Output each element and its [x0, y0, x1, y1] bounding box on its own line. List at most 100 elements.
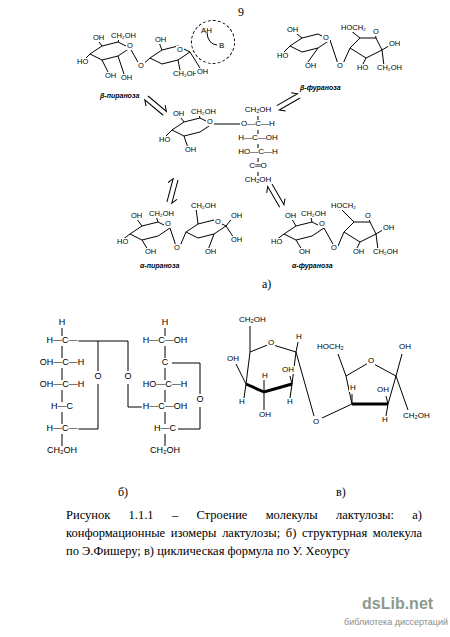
atom-label: OH [120, 74, 133, 82]
fischer-row: HO—C—H [142, 380, 189, 389]
chair-ring [290, 34, 330, 52]
atom-label: HOCH₂ [340, 24, 367, 32]
atom-label: O [318, 220, 326, 228]
form-name: α-фураноза [292, 262, 333, 269]
atom-label: HO [356, 64, 369, 72]
atom-label: CH₂OH [110, 32, 137, 40]
atom-label: CH₂OH [300, 210, 327, 218]
chain-atom-row: CH₂OH [244, 106, 273, 114]
atom-label: OH [144, 248, 157, 256]
atom-label: O [322, 34, 330, 42]
fischer-row: H—C— [46, 336, 79, 345]
atom-label: OH [304, 62, 317, 70]
atom-label: OH [298, 248, 311, 256]
atom-label: OH [204, 248, 217, 256]
atom-label: OH [286, 26, 299, 34]
haworth-atom: OH [398, 343, 412, 351]
haworth-ring [246, 344, 296, 384]
chair-ring [90, 42, 130, 60]
haworth-atom: CH₂OH [238, 316, 267, 324]
haworth-ring-front [246, 384, 292, 392]
atom-label: CH₂OH [376, 64, 403, 72]
atom-label: OH [382, 224, 395, 232]
chair-ring [150, 46, 190, 64]
fischer-row: O [123, 372, 132, 381]
atom-label: OH [196, 68, 209, 76]
atom-label: O [214, 218, 222, 226]
atom-label: CH₂OH [190, 202, 217, 210]
atom-label: O [372, 28, 380, 36]
circle-text: AH [201, 27, 212, 35]
haworth-atom: CH₂OH [402, 412, 431, 420]
atom-label: OH [104, 72, 117, 80]
atom-label: O [206, 118, 214, 126]
watermark: dsLib.net [362, 596, 433, 612]
panel-letter: в) [336, 486, 346, 498]
haworth-ring-front [352, 403, 388, 406]
reaction-circle: AH B [191, 20, 235, 64]
fischer-row: OH—C—H [39, 358, 86, 367]
fischer-row: H [58, 318, 67, 327]
haworth-atom: O [312, 418, 320, 426]
form-name: α-пираноза [140, 262, 179, 269]
panel-letter: б) [118, 486, 128, 498]
circle-text: B [219, 42, 224, 50]
fischer-row: O [93, 372, 102, 381]
atom-label: CH₂OH [190, 108, 217, 116]
furanose-ring [350, 38, 382, 58]
haworth-atom: H [261, 372, 269, 380]
atom-label: O [137, 62, 145, 70]
atom-label: OH [172, 110, 185, 118]
equilibrium-arrow [163, 178, 182, 205]
atom-label: O [173, 244, 181, 252]
atom-label: CH₂OH [172, 70, 199, 78]
haworth-atom: H [238, 398, 246, 406]
haworth-atom: H [295, 333, 303, 341]
atom-label: OH [184, 146, 197, 154]
atom-label: OH [154, 36, 167, 44]
atom-label: OH [352, 248, 365, 256]
haworth-ring [346, 362, 396, 404]
atom-label: HO [116, 238, 129, 246]
atom-label: HO [276, 52, 289, 60]
atom-label: O [336, 62, 344, 70]
atom-label: O [364, 212, 372, 220]
atom-label: HOCH₂ [330, 202, 357, 210]
atom-label: HO [270, 238, 283, 246]
fischer-row: H—C [50, 402, 74, 411]
atom-label: OH [130, 212, 143, 220]
fischer-row: H—C [153, 424, 177, 433]
fischer-row: O [195, 395, 204, 404]
atom-label: OH [230, 236, 243, 244]
figure-caption: Рисунок 1.1.1 – Строение молекулы лактул… [66, 506, 422, 560]
atom-label: O [164, 220, 172, 228]
fischer-row: H—C—OH [142, 336, 189, 345]
haworth-atom: OH [376, 386, 390, 394]
chain-atom-row: O—C—H [240, 120, 276, 128]
atom-label: O [176, 46, 184, 54]
fischer-row: C [161, 358, 170, 367]
atom-label: HO [158, 136, 171, 144]
chain-atom-row: CH₂OH [244, 176, 273, 184]
haworth-atom: OH [226, 355, 240, 363]
equilibrium-arrow [275, 90, 302, 113]
atom-label: OH [284, 212, 297, 220]
bond [236, 326, 408, 418]
haworth-atom: OH [281, 366, 295, 374]
haworth-atom: H [381, 416, 389, 424]
atom-label: O [126, 42, 134, 50]
haworth-atom: O [367, 357, 375, 365]
watermark-subtitle: библиотека диссертаций [344, 618, 448, 627]
atom-label: CH₂OH [372, 248, 399, 256]
atom-label: HO [76, 58, 89, 66]
fischer-row: CH₂OH [149, 446, 181, 455]
chain-atom-row: HO—C—H [237, 148, 279, 156]
haworth-atom: O [267, 339, 275, 347]
equilibrium-arrow [142, 93, 169, 118]
fischer-row: H [161, 318, 170, 327]
fischer-row: H—C— [46, 424, 79, 433]
form-name: β-фураноза [300, 84, 341, 91]
chain-atom-row: H—C—OH [237, 134, 279, 142]
haworth-atom: HOCH₂ [316, 343, 345, 351]
